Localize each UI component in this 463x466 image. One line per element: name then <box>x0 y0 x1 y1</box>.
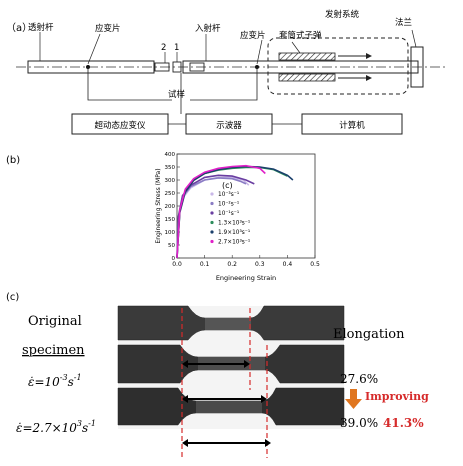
label-num-2: 2 <box>161 43 166 53</box>
y-tick-label: 150 <box>165 217 176 223</box>
x-tick-label: 0.5 <box>310 261 320 268</box>
specimen-holder-left <box>154 62 170 72</box>
y-tick-label: 400 <box>165 152 176 158</box>
y-tick-label: 250 <box>165 191 176 197</box>
box-computer-label: 计算机 <box>339 120 365 131</box>
legend-marker-2 <box>210 201 214 206</box>
y-tick-label: 100 <box>165 230 176 236</box>
label-num-1: 1 <box>174 43 179 53</box>
sleeve-bullet-top <box>278 52 336 61</box>
improving-arrow-icon <box>345 389 362 409</box>
label-transmission-bar: 透射杆 <box>28 22 54 33</box>
transmission-bar <box>27 60 155 74</box>
leader-sleeve <box>291 41 301 54</box>
panel-a: （a） <box>6 9 447 135</box>
legend-marker-4 <box>210 220 214 225</box>
y-tick-label: 200 <box>165 204 176 210</box>
incident-bar <box>182 60 419 74</box>
elongation-arrow-low-rate <box>182 395 267 403</box>
label-launch-system: 发射系统 <box>325 9 360 20</box>
stress-strain-chart: 0.0 0.1 0.2 0.3 0.4 0.5 0 50 100 150 200 250 300 350 4… <box>155 152 320 282</box>
improving-percentage: 41.3% <box>383 416 424 430</box>
legend-entry-5: 1.9×10³s⁻¹ <box>218 229 250 236</box>
panel-c-label: (c) <box>6 292 19 303</box>
series-line-6 <box>176 164 266 259</box>
box-dynamic-strain-label: 超动态应变仪 <box>94 120 146 131</box>
specimen-original-gauge <box>205 318 251 330</box>
legend-entry-1: 10⁻³s⁻¹ <box>218 191 239 198</box>
box-computer <box>301 113 403 135</box>
label-sleeve-bullet: 套筒式子弹 <box>279 30 322 41</box>
text-specimen: specimen <box>22 343 85 358</box>
legend-marker-3 <box>210 211 214 215</box>
panel-b-label: (b) <box>6 155 20 166</box>
y-tick-label: 0 <box>172 256 176 262</box>
bullet-direction-arrows <box>338 53 372 81</box>
x-tick-label: 0.0 <box>172 261 182 268</box>
text-original: Original <box>28 314 82 329</box>
leader-gauge-left <box>87 33 101 65</box>
rate-low-label: ε̇=10-3s-1 <box>28 373 82 389</box>
label-flange: 法兰 <box>395 17 412 28</box>
x-tick-label: 0.4 <box>283 261 293 268</box>
elongation-low-value: 27.6% <box>340 372 378 386</box>
x-tick-label: 0.3 <box>255 261 265 268</box>
legend-entry-6: 2.7×10³s⁻¹ <box>218 239 250 246</box>
legend-entry-4: 1.3×10³s⁻¹ <box>218 220 250 227</box>
rate-high-label: ε̇=2.7×103s-1 <box>16 419 96 435</box>
elongation-high-value: 39.0% <box>340 416 378 430</box>
plot-frame <box>176 153 316 259</box>
leader-flange <box>411 29 417 48</box>
flange <box>410 46 424 88</box>
text-improving: Improving <box>365 390 429 403</box>
x-tick-label: 0.1 <box>200 261 210 268</box>
box-oscilloscope-label: 示波器 <box>216 120 242 131</box>
label-specimen: 试样 <box>168 89 186 100</box>
leader-gauge-right <box>256 39 263 65</box>
inset-label-c: (c) <box>222 181 233 190</box>
label-strain-gauge-right: 应变片 <box>240 30 266 41</box>
specimen-high-rate-gauge <box>196 401 262 413</box>
label-incident-bar: 入射杆 <box>195 23 221 34</box>
panel-b: (b) 0.0 0.1 0.2 0.3 0.4 0.5 0 50 100 150 200 250 300… <box>6 152 320 282</box>
wire-gauge-left <box>87 67 172 101</box>
wire-gauge-right <box>190 67 258 101</box>
panel-a-label: （a） <box>6 22 32 34</box>
legend-entry-2: 10⁻²s⁻¹ <box>218 201 239 208</box>
panel-c: (c) <box>6 292 429 458</box>
legend-marker-1 <box>210 192 214 196</box>
legend-entry-3: 10⁻¹s⁻¹ <box>218 210 239 217</box>
specimen-holder-right <box>189 62 205 72</box>
plot-legend: 10⁻³s⁻¹ 10⁻²s⁻¹ 10⁻¹s⁻¹ 1.3×10³s⁻¹ 1.9×10³s⁻… <box>210 191 250 246</box>
elongation-arrow-original <box>182 360 250 368</box>
text-elongation: Elongation <box>333 327 405 342</box>
y-tick-label: 350 <box>165 165 176 171</box>
x-tick-label: 0.2 <box>227 261 237 268</box>
label-strain-gauge-left: 应变片 <box>95 23 121 34</box>
legend-marker-6 <box>210 239 214 244</box>
elongation-arrow-high-rate <box>182 439 271 447</box>
sleeve-bullet-bottom <box>278 73 336 82</box>
plot-ticks: 0.0 0.1 0.2 0.3 0.4 0.5 0 50 100 150 200 250 300 350 4… <box>165 152 320 268</box>
launch-system-box <box>267 37 409 95</box>
y-tick-label: 300 <box>165 178 176 184</box>
y-axis-label: Engineering Stress (MPa) <box>155 168 162 243</box>
x-axis-label: Engineering Strain <box>216 274 276 282</box>
legend-marker-5 <box>210 230 214 234</box>
y-tick-label: 50 <box>168 243 175 249</box>
plot-series <box>176 164 294 259</box>
